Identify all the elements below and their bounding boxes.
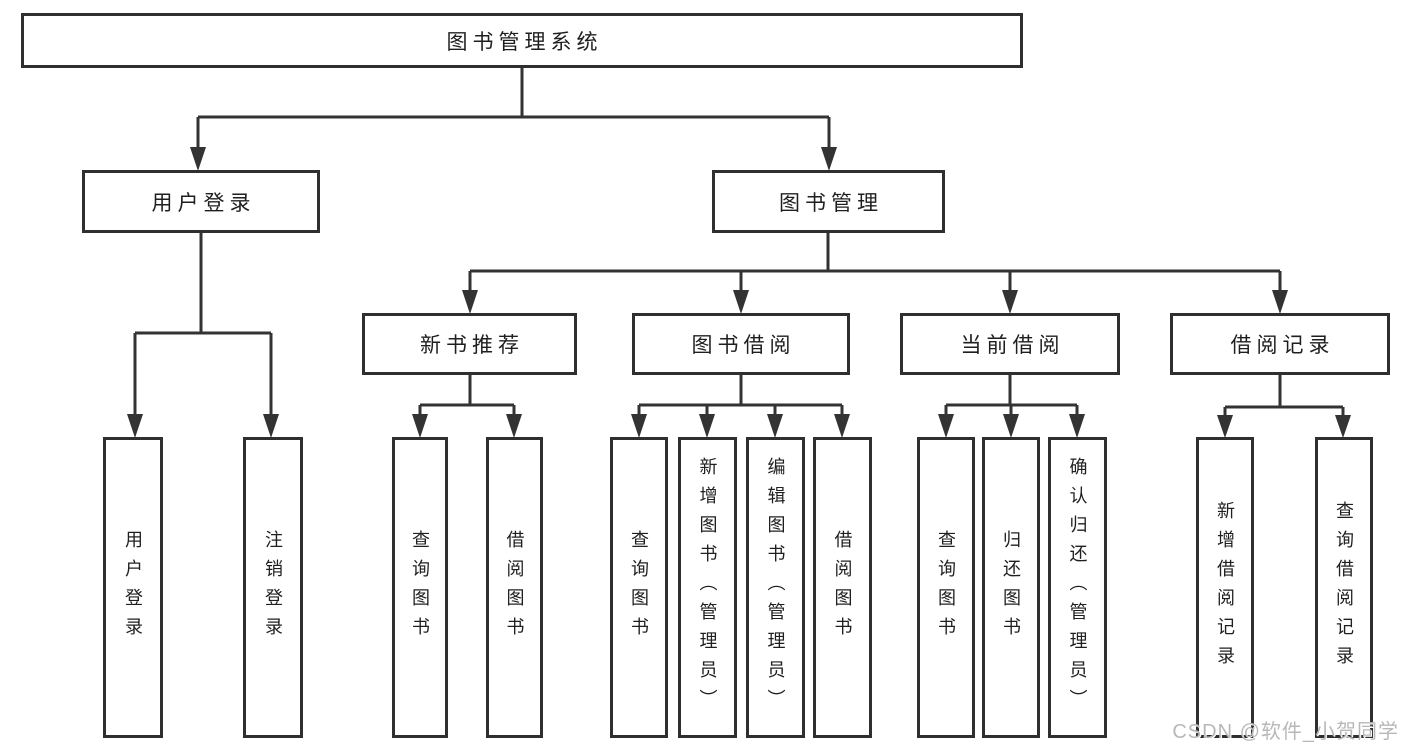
leaf-borrow-books-1: 借阅图书 xyxy=(486,437,543,738)
edge-root-to-level2 xyxy=(196,67,831,149)
leaf-logout-label: 注销登录 xyxy=(263,529,283,646)
arrowhead xyxy=(938,414,954,438)
node-user-login: 用户登录 xyxy=(82,170,320,233)
node-new-book-recommend: 新书推荐 xyxy=(362,313,577,375)
leaf-edit-book-admin: 编辑图书（管理员） xyxy=(746,437,805,738)
arrowhead xyxy=(263,414,279,438)
leaf-confirm-return-admin: 确认归还（管理员） xyxy=(1048,437,1107,738)
leaf-confirm-return-admin-label: 确认归还（管理员） xyxy=(1067,457,1088,718)
leaf-query-books-1-label: 查询图书 xyxy=(410,529,430,646)
arrowhead xyxy=(1002,290,1018,314)
node-root: 图书管理系统 xyxy=(21,13,1023,68)
arrowhead xyxy=(733,290,749,314)
leaf-logout: 注销登录 xyxy=(243,437,303,738)
arrowhead xyxy=(1272,290,1288,314)
node-book-borrow-label: 图书借阅 xyxy=(691,334,796,357)
edge-book-borrow-children xyxy=(637,375,844,416)
node-book-management-label: 图书管理 xyxy=(779,191,883,215)
leaf-user-login: 用户登录 xyxy=(103,437,163,738)
arrowhead xyxy=(767,414,783,438)
node-borrow-records-label: 借阅记录 xyxy=(1230,334,1335,357)
arrowhead xyxy=(699,414,715,438)
leaf-query-books-1: 查询图书 xyxy=(392,437,448,738)
arrowhead xyxy=(821,147,837,171)
arrowhead xyxy=(834,414,850,438)
arrowhead xyxy=(462,290,478,314)
leaf-add-borrow-record: 新增借阅记录 xyxy=(1196,437,1254,738)
leaf-query-books-2: 查询图书 xyxy=(610,437,668,738)
arrowhead xyxy=(631,414,647,438)
leaf-borrow-books-2-label: 借阅图书 xyxy=(832,529,853,646)
edge-book-management-children xyxy=(468,232,1282,292)
node-current-borrow: 当前借阅 xyxy=(900,313,1120,375)
leaf-query-borrow-record-label: 查询借阅记录 xyxy=(1334,500,1354,675)
node-borrow-records: 借阅记录 xyxy=(1170,313,1390,375)
leaf-return-book-label: 归还图书 xyxy=(1001,529,1021,646)
arrowhead xyxy=(1069,414,1085,438)
edge-current-borrow-children xyxy=(944,375,1079,416)
arrowhead xyxy=(1335,415,1351,438)
node-book-borrow: 图书借阅 xyxy=(632,313,850,375)
arrowhead xyxy=(127,414,143,438)
leaf-borrow-books-2: 借阅图书 xyxy=(813,437,872,738)
node-current-borrow-label: 当前借阅 xyxy=(960,334,1065,357)
leaf-query-books-2-label: 查询图书 xyxy=(629,529,649,646)
node-new-book-recommend-label: 新书推荐 xyxy=(420,334,524,357)
arrowhead xyxy=(190,147,206,171)
leaf-add-book-admin-label: 新增图书（管理员） xyxy=(697,457,718,718)
node-root-label: 图书管理系统 xyxy=(446,30,603,54)
leaf-borrow-books-1-label: 借阅图书 xyxy=(504,529,525,646)
arrowhead xyxy=(506,414,522,438)
arrowhead xyxy=(1003,414,1019,438)
edge-new-book-recommend-children xyxy=(418,375,516,416)
edge-user-login-children xyxy=(133,232,273,416)
leaf-query-books-3-label: 查询图书 xyxy=(936,529,956,646)
leaf-query-borrow-record: 查询借阅记录 xyxy=(1315,437,1373,738)
leaf-user-login-label: 用户登录 xyxy=(123,529,143,646)
leaf-query-books-3: 查询图书 xyxy=(917,437,975,738)
arrowhead xyxy=(1217,415,1233,438)
arrowhead xyxy=(412,414,428,438)
leaf-return-book: 归还图书 xyxy=(982,437,1040,738)
node-user-login-label: 用户登录 xyxy=(151,191,256,215)
csdn-watermark: CSDN @软件_小贺同学 xyxy=(1172,721,1399,743)
edge-borrow-records-children xyxy=(1223,375,1345,417)
leaf-edit-book-admin-label: 编辑图书（管理员） xyxy=(765,457,786,718)
leaf-add-borrow-record-label: 新增借阅记录 xyxy=(1215,500,1235,675)
leaf-add-book-admin: 新增图书（管理员） xyxy=(678,437,737,738)
node-book-management: 图书管理 xyxy=(712,170,945,233)
